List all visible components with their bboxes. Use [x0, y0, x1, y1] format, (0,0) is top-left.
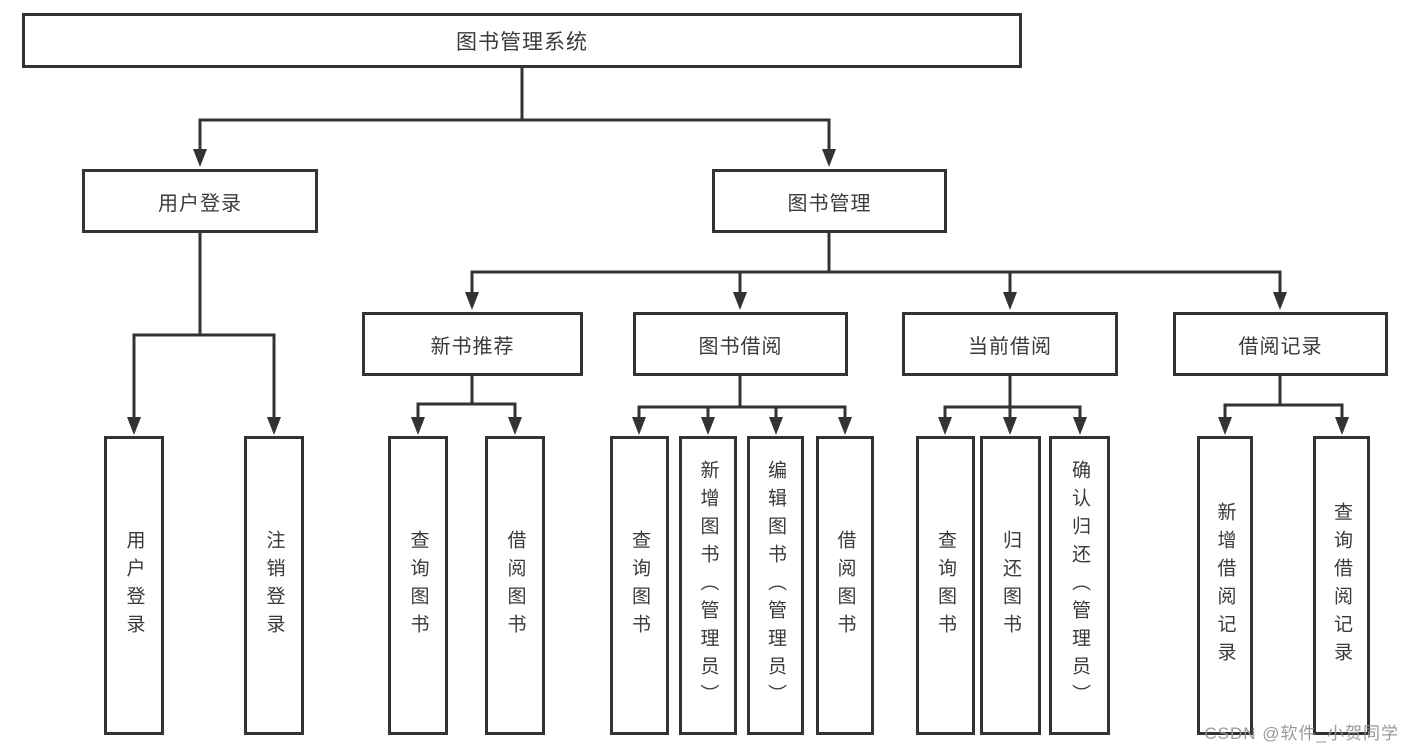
node-label: 查询图书 — [935, 529, 956, 642]
node-query-books-recommend: 查询图书 — [388, 436, 448, 735]
node-book-management: 图书管理 — [712, 169, 947, 233]
node-query-borrow-record: 查询借阅记录 — [1313, 436, 1370, 735]
node-label: 用户登录 — [123, 529, 145, 642]
node-label: 借阅图书 — [834, 529, 856, 642]
node-label: 图书借阅 — [698, 335, 783, 358]
node-return-books: 归还图书 — [980, 436, 1041, 735]
node-label: 图书管理系统 — [456, 30, 588, 54]
connector-root-to-level2 — [198, 68, 831, 152]
node-borrow-books: 借阅图书 — [816, 436, 874, 735]
connector-book-management-children — [470, 233, 1282, 295]
node-query-books-current: 查询图书 — [916, 436, 975, 735]
node-confirm-return-admin: 确认归还（管理员） — [1049, 436, 1110, 735]
node-label: 借阅记录 — [1238, 335, 1323, 358]
node-label: 查询图书 — [629, 529, 650, 642]
connector-book-borrowing-children — [637, 376, 847, 420]
connector-new-book-recommend-children — [416, 376, 517, 420]
node-user-login: 用户登录 — [82, 169, 318, 233]
node-borrow-books-recommend: 借阅图书 — [485, 436, 545, 735]
node-logout: 注销登录 — [244, 436, 304, 735]
node-library-management-system: 图书管理系统 — [22, 13, 1022, 68]
node-user-login-leaf: 用户登录 — [104, 436, 164, 735]
connector-current-borrowing-children — [943, 376, 1082, 420]
node-label: 当前借阅 — [968, 335, 1052, 358]
node-label: 图书管理 — [787, 192, 872, 215]
node-new-book-recommend: 新书推荐 — [362, 312, 583, 376]
node-borrowing-records: 借阅记录 — [1173, 312, 1388, 376]
node-label: 新增图书（管理员） — [697, 459, 719, 712]
node-label: 查询借阅记录 — [1331, 501, 1352, 670]
arrowheads — [127, 149, 1349, 435]
node-query-books-borrowing: 查询图书 — [610, 436, 669, 735]
node-current-borrowing: 当前借阅 — [902, 312, 1118, 376]
node-label: 归还图书 — [1000, 529, 1021, 642]
node-label: 查询图书 — [407, 529, 429, 642]
csdn-watermark: CSDN @软件_小贺同学 — [1204, 724, 1399, 743]
node-label: 编辑图书（管理员） — [765, 459, 786, 712]
node-label: 新增借阅记录 — [1214, 501, 1236, 670]
node-add-books-admin: 新增图书（管理员） — [679, 436, 737, 735]
node-add-borrow-record: 新增借阅记录 — [1197, 436, 1253, 735]
node-label: 新书推荐 — [430, 335, 515, 358]
node-label: 借阅图书 — [504, 529, 526, 642]
node-label: 注销登录 — [263, 529, 285, 642]
node-label: 确认归还（管理员） — [1069, 459, 1090, 712]
connector-user-login-children — [132, 233, 276, 420]
connector-borrowing-records-children — [1223, 376, 1344, 420]
node-edit-books-admin: 编辑图书（管理员） — [747, 436, 804, 735]
node-book-borrowing: 图书借阅 — [633, 312, 848, 376]
node-label: 用户登录 — [158, 192, 242, 215]
